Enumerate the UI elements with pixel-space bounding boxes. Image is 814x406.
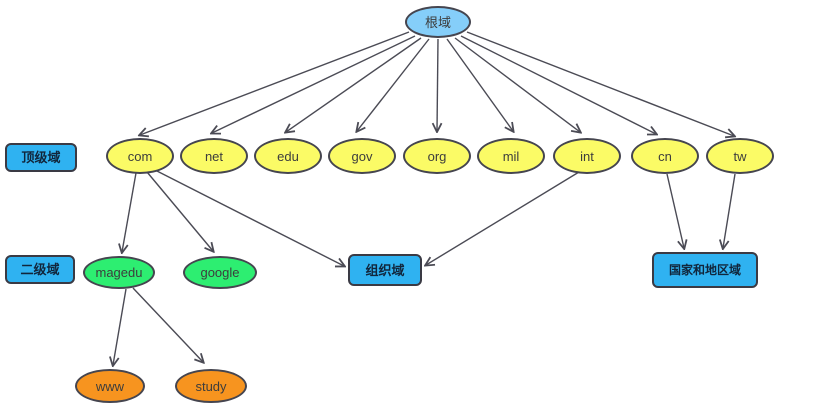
- edge-root-cn: [460, 35, 656, 134]
- legend-second-level-domain: 二级域: [5, 255, 75, 284]
- node-google-label: google: [200, 265, 240, 280]
- node-root-domain: 根域: [405, 6, 471, 38]
- node-magedu-label: magedu: [95, 265, 143, 280]
- node-int-label: int: [580, 148, 594, 164]
- edge-com-org-domain: [152, 168, 344, 266]
- edge-root-gov: [357, 38, 430, 131]
- edge-magedu-study: [132, 287, 203, 362]
- node-com-label: com: [127, 148, 153, 164]
- node-mil-label: mil: [502, 148, 520, 164]
- node-edu: edu: [254, 138, 322, 174]
- edge-tw-country-domain: [723, 173, 736, 248]
- legend-top-level-domain-label: 顶级域: [21, 150, 61, 165]
- legend-second-level-domain-label: 二级域: [20, 262, 60, 277]
- node-tw-label: tw: [733, 148, 747, 164]
- node-org: org: [403, 138, 471, 174]
- edge-root-int: [454, 37, 580, 132]
- edge-cn-country-domain: [666, 173, 684, 248]
- node-net-label: net: [204, 148, 224, 164]
- edge-com-google: [146, 171, 213, 251]
- node-cn-label: cn: [658, 148, 672, 164]
- node-root-domain-label: 根域: [424, 14, 451, 30]
- node-gov: gov: [328, 138, 396, 174]
- node-edu-label: edu: [277, 148, 299, 164]
- edge-int-org-domain: [426, 171, 580, 265]
- node-study-label: study: [195, 378, 227, 394]
- legend-top-level-domain: 顶级域: [5, 143, 77, 172]
- edge-root-tw: [466, 31, 734, 136]
- node-magedu: magedu: [83, 256, 155, 289]
- node-www-label: www: [95, 378, 125, 394]
- node-organization-domain-label: 组织域: [365, 262, 405, 278]
- node-gov-label: gov: [351, 148, 373, 164]
- node-cn: cn: [631, 138, 699, 174]
- node-country-and-region-domain: 国家和地区域: [652, 252, 758, 288]
- edge-magedu-www: [113, 288, 127, 365]
- node-study: study: [175, 369, 247, 403]
- edge-root-edu: [286, 37, 422, 132]
- edge-com-magedu: [122, 172, 137, 252]
- node-organization-domain: 组织域: [348, 254, 422, 286]
- node-www: www: [75, 369, 145, 403]
- node-country-and-region-domain-label: 国家和地区域: [668, 263, 741, 277]
- edge-root-com: [140, 31, 410, 135]
- node-tw: tw: [706, 138, 774, 174]
- edge-root-org: [437, 38, 438, 131]
- node-int: int: [553, 138, 621, 174]
- node-net: net: [180, 138, 248, 174]
- node-mil: mil: [477, 138, 545, 174]
- node-google: google: [183, 256, 257, 289]
- node-com: com: [106, 138, 174, 174]
- edge-root-mil: [446, 38, 513, 131]
- node-org-label: org: [427, 148, 447, 164]
- edge-root-net: [212, 35, 416, 133]
